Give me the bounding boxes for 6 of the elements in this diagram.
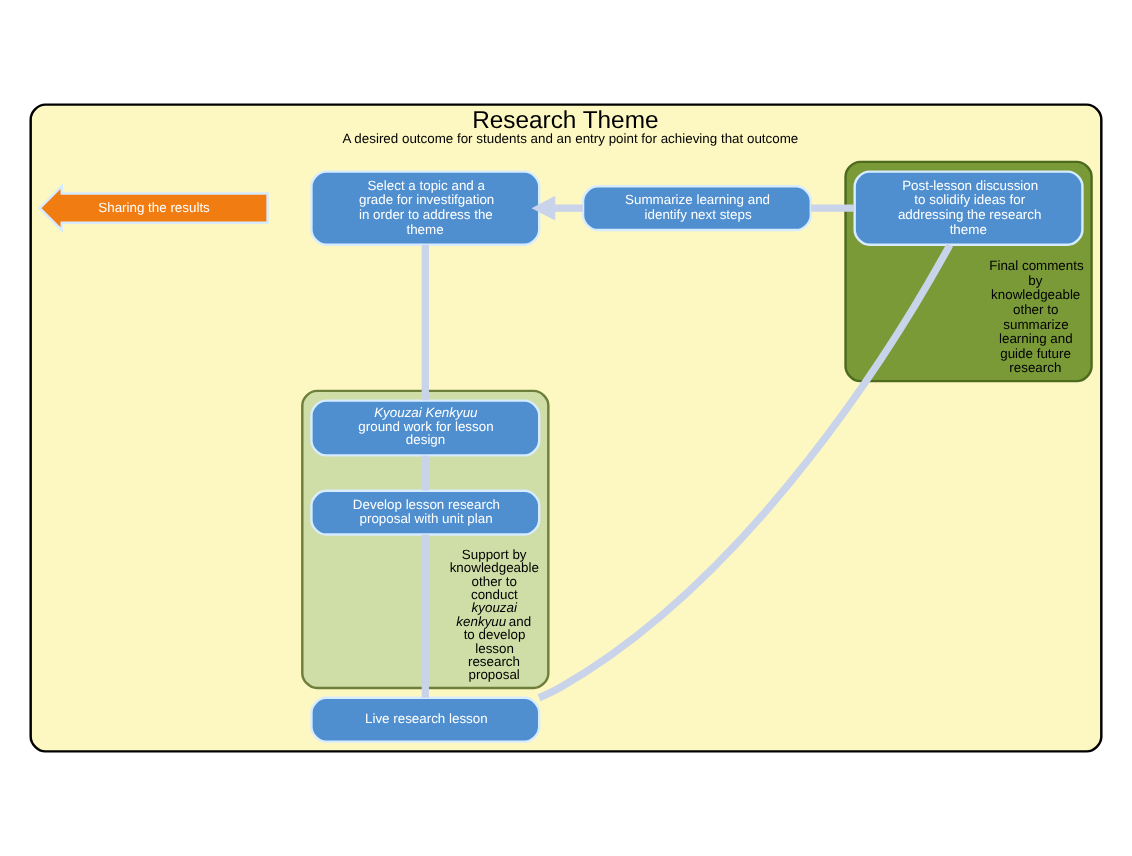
arrow (531, 195, 583, 221)
connector (537, 243, 954, 702)
connector (421, 244, 429, 401)
connector (421, 455, 429, 491)
connector (811, 204, 855, 212)
connector (421, 534, 429, 698)
